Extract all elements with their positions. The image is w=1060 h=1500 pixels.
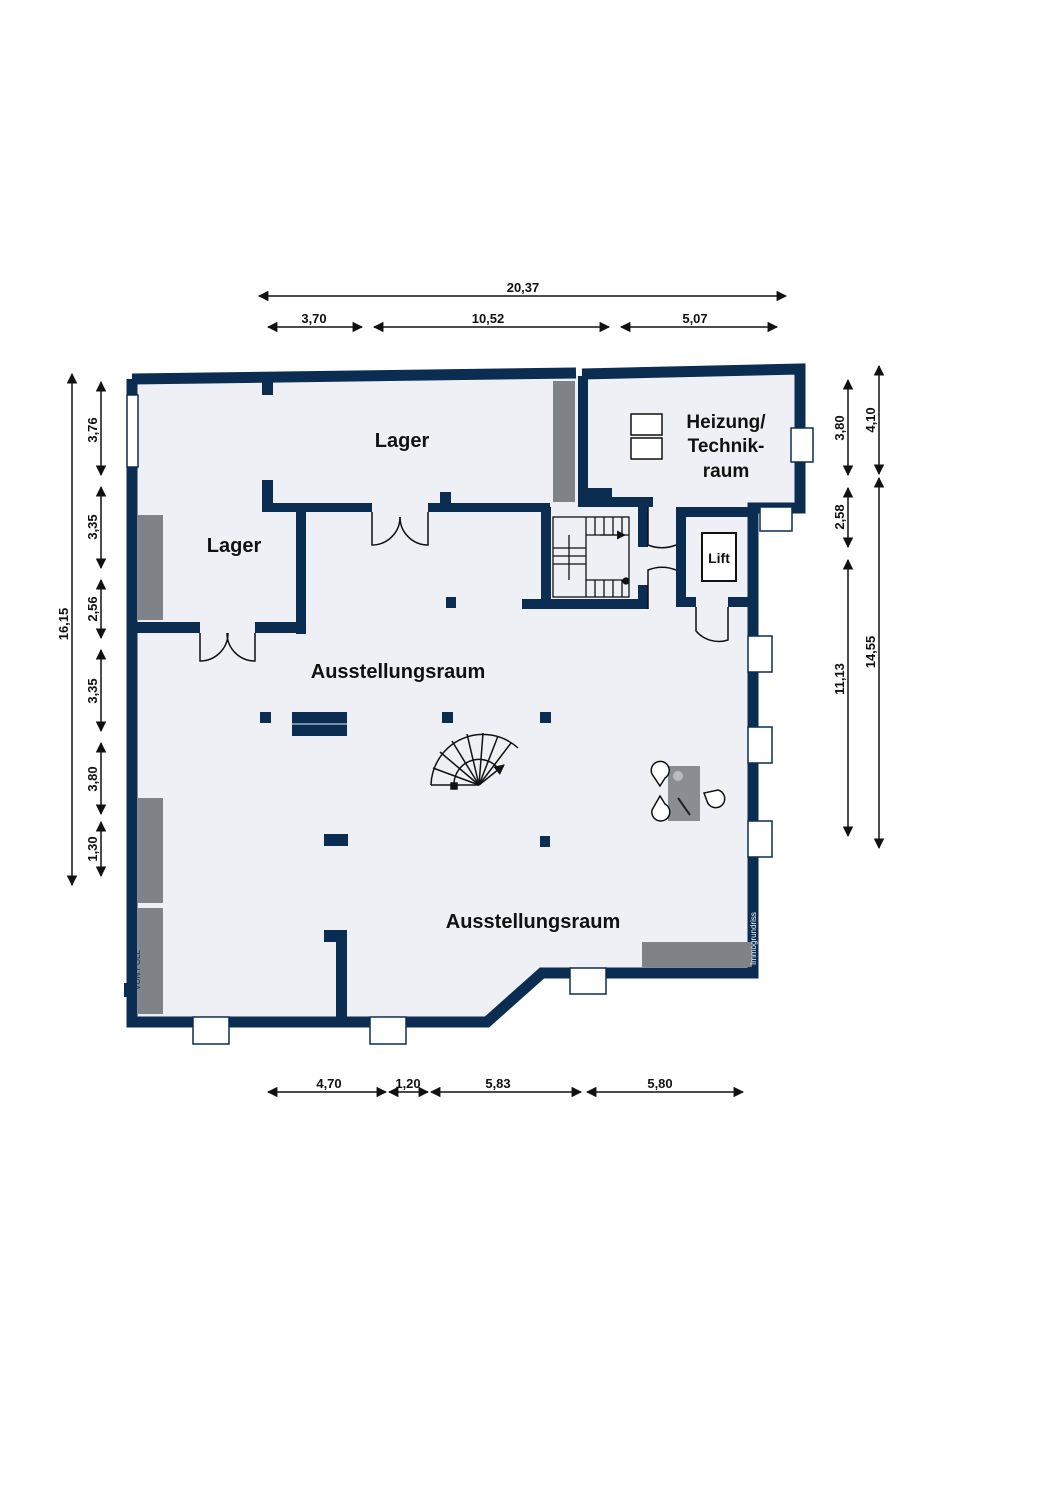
dim-left-6: 1,30	[85, 836, 100, 861]
dim-bottom-3: 5,83	[485, 1076, 510, 1091]
room-label-lager-top: Lager	[375, 430, 430, 452]
logo: VON POLL	[124, 949, 142, 997]
dim-left-4: 3,35	[85, 678, 100, 703]
desk-group	[650, 760, 726, 822]
room-label-ausstellung-1: Ausstellungsraum	[311, 661, 485, 683]
columns	[260, 597, 551, 847]
dimension-labels: 20,37 3,70 10,52 5,07 16,15 3,76 3,35 2,…	[56, 280, 878, 1091]
room-label-heizung-1: Heizung/	[686, 412, 766, 433]
dim-left-3: 2,56	[85, 596, 100, 621]
room-label-heizung-3: raum	[703, 461, 749, 482]
dim-left-5: 3,80	[85, 766, 100, 791]
dim-right-3: 11,13	[832, 663, 847, 695]
room-label-heizung-2: Technik-	[688, 436, 765, 457]
room-label-ausstellung-2: Ausstellungsraum	[446, 911, 620, 933]
windows	[126, 394, 814, 1045]
dim-right-outer-2: 14,55	[863, 636, 878, 669]
dim-left-2: 3,35	[85, 514, 100, 539]
dim-bottom-4: 5,80	[647, 1076, 672, 1091]
outer-walls	[126, 363, 806, 1028]
lift-label: Lift	[708, 550, 730, 566]
lift-car: Lift	[701, 532, 737, 582]
shelves	[138, 381, 752, 1014]
dim-left-total: 16,15	[56, 608, 71, 641]
inner-walls	[132, 376, 756, 1022]
dim-top-total: 20,37	[507, 280, 540, 295]
watermark-text: Immogrundriss	[749, 912, 758, 965]
dim-bottom-1: 4,70	[316, 1076, 341, 1091]
logo-text: VON POLL	[133, 949, 142, 990]
dim-top-2: 10,52	[472, 311, 505, 326]
dim-top-3: 5,07	[682, 311, 707, 326]
doors	[199, 507, 729, 662]
dim-right-outer-1: 4,10	[863, 407, 878, 432]
display-counter	[292, 712, 347, 736]
dim-right-1: 3,80	[832, 415, 847, 440]
spiral-staircase	[430, 732, 519, 790]
room-label-lager-left: Lager	[207, 535, 262, 557]
dim-bottom-2: 1,20	[395, 1076, 420, 1091]
heating-units	[630, 413, 663, 460]
dim-right-2: 2,58	[832, 504, 847, 529]
dim-left-1: 3,76	[85, 417, 100, 442]
staircase	[552, 516, 630, 598]
dim-top-1: 3,70	[301, 311, 326, 326]
dimension-lines	[66, 290, 885, 1098]
